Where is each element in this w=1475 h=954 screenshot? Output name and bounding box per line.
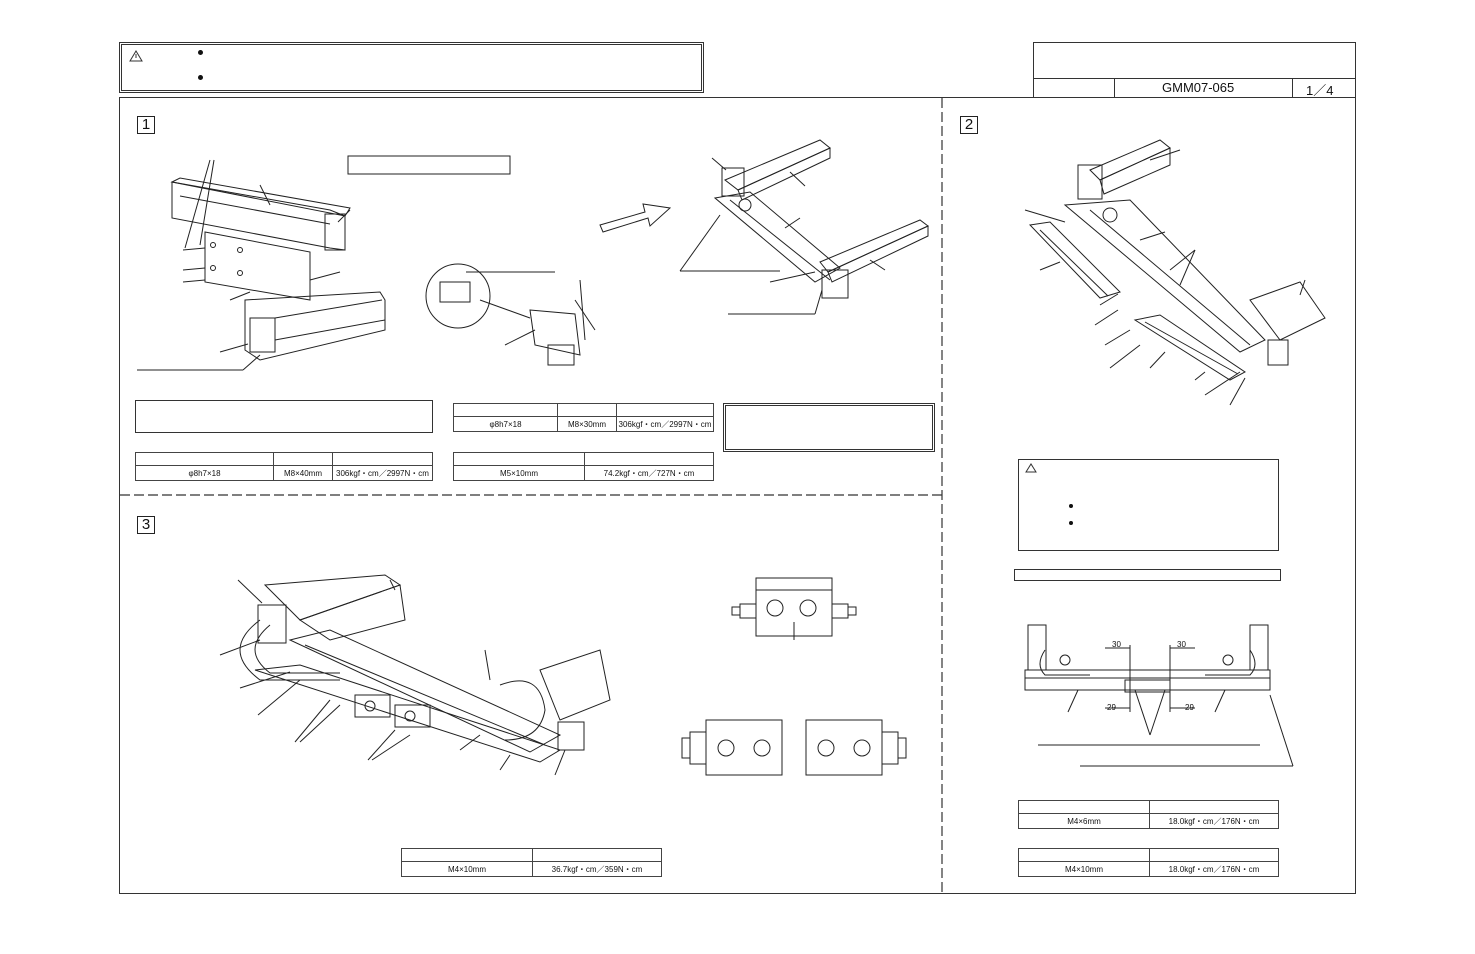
torque-table-2: φ8h7×18 M8×30mm 306kgf・cm／2997N・cm <box>453 403 714 432</box>
right-arrow-icon <box>599 203 672 233</box>
warning-box-s2 <box>1018 459 1279 551</box>
main-frame <box>119 97 1356 894</box>
warning-bullet-2 <box>198 75 203 80</box>
warning-s2-bullet-2 <box>1069 521 1073 525</box>
table-cell-torque: 18.0kgf・cm／176N・cm <box>1149 861 1279 877</box>
dim-30-right: 30 <box>1177 640 1186 649</box>
table-cell-bolt: M4×6mm <box>1018 813 1150 829</box>
doc-number: GMM07-065 <box>1162 80 1235 95</box>
section-2-number: 2 <box>960 116 978 134</box>
torque-table-4: M4×10mm 36.7kgf・cm／359N・cm <box>401 848 662 877</box>
dim-30-left: 30 <box>1112 640 1121 649</box>
table-cell-bolt: M4×10mm <box>401 861 533 877</box>
table-cell-torque: 74.2kgf・cm／727N・cm <box>584 465 714 481</box>
caution-box-s1 <box>723 403 935 452</box>
table-cell-bolt: M5×10mm <box>453 465 585 481</box>
torque-table-6: M4×10mm 18.0kgf・cm／176N・cm <box>1018 848 1279 877</box>
title-block-vline-2 <box>1292 78 1293 98</box>
note-box-s1 <box>135 400 433 433</box>
label-bar-s2 <box>1014 569 1281 581</box>
page-number: 1／4 <box>1306 83 1334 98</box>
table-cell-size: φ8h7×18 <box>453 416 558 432</box>
table-cell-torque: 18.0kgf・cm／176N・cm <box>1149 813 1279 829</box>
table-cell-torque: 306kgf・cm／2997N・cm <box>332 465 433 481</box>
table-cell-torque: 306kgf・cm／2997N・cm <box>616 416 714 432</box>
table-cell-bolt: M8×30mm <box>557 416 617 432</box>
title-block-vline-1 <box>1114 78 1115 98</box>
torque-table-1: φ8h7×18 M8×40mm 306kgf・cm／2997N・cm <box>135 452 433 481</box>
dim-29-right: 29 <box>1185 703 1194 712</box>
table-cell-bolt: M8×40mm <box>273 465 333 481</box>
section-3-number: 3 <box>137 516 155 534</box>
top-warning-box <box>119 42 704 93</box>
warning-s2-bullet-1 <box>1069 504 1073 508</box>
torque-table-5: M4×6mm 18.0kgf・cm／176N・cm <box>1018 800 1279 829</box>
torque-table-3: M5×10mm 74.2kgf・cm／727N・cm <box>453 452 714 481</box>
title-block-divider <box>1033 78 1356 79</box>
table-cell-torque: 36.7kgf・cm／359N・cm <box>532 861 662 877</box>
warning-bullet-1 <box>198 50 203 55</box>
dim-29-left: 29 <box>1107 703 1116 712</box>
section-1-number: 1 <box>137 116 155 134</box>
